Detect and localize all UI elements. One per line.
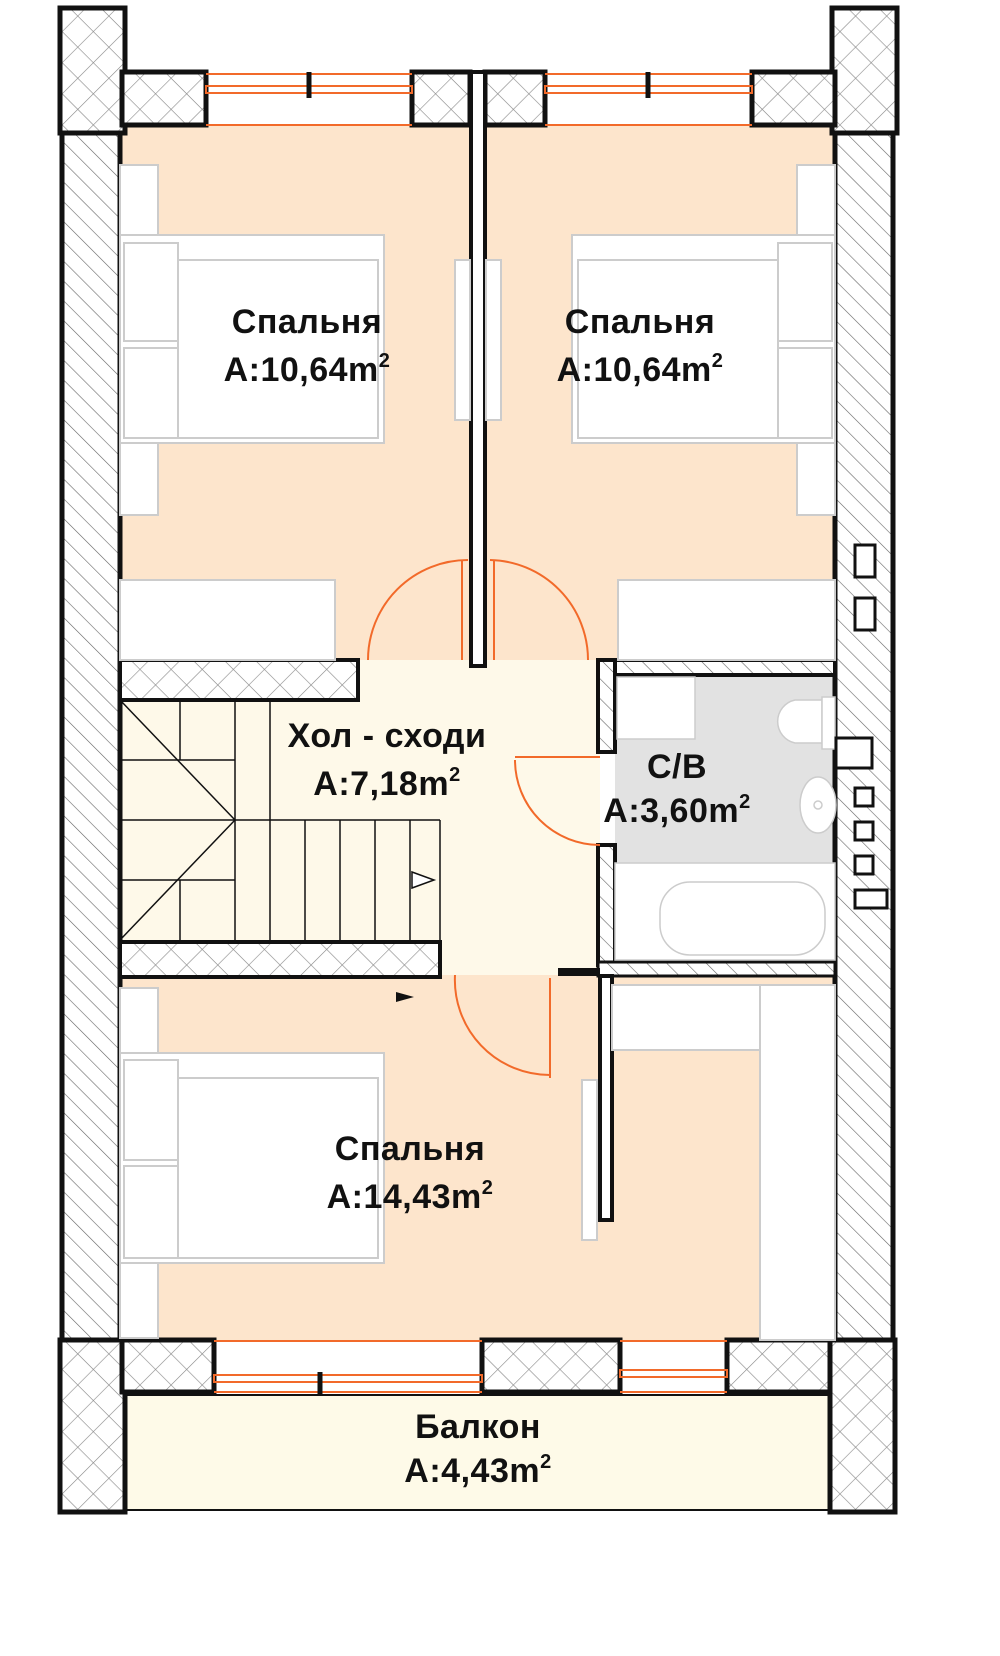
room-area: A:3,60m2 bbox=[603, 791, 751, 830]
door-bedroom-right bbox=[489, 559, 589, 661]
bathroom-wall bbox=[596, 658, 837, 677]
room-area: A:10,64m2 bbox=[223, 350, 391, 389]
door-bathroom bbox=[514, 756, 601, 846]
top-wall-block bbox=[749, 69, 838, 128]
staircase bbox=[119, 699, 441, 941]
bathroom-left-wall-top bbox=[596, 658, 617, 754]
toilet-icon bbox=[776, 696, 836, 750]
bottom-wall-block bbox=[479, 1337, 623, 1395]
room-label-bedroom-1: Спальня A:10,64m2 bbox=[224, 298, 391, 394]
bathroom-left-wall-bottom bbox=[596, 843, 617, 967]
door-bedroom-left bbox=[367, 559, 469, 661]
room-label-bedroom-2: Спальня A:10,64m2 bbox=[557, 298, 724, 394]
stair-bottom-wall bbox=[118, 940, 442, 979]
room-label-hall: Хол - сходи A:7,18m2 bbox=[288, 712, 487, 808]
top-wall-block bbox=[409, 69, 473, 128]
sliding-door bbox=[485, 259, 502, 421]
room-name: Балкон bbox=[415, 1408, 541, 1446]
room-label-balcony: Балкон A:4,43m2 bbox=[404, 1405, 551, 1493]
sliding-door bbox=[454, 259, 471, 421]
wardrobe bbox=[119, 579, 336, 661]
bed-top-left bbox=[119, 164, 385, 516]
room-area: A:7,18m2 bbox=[313, 764, 461, 803]
right-top-column bbox=[829, 5, 900, 136]
bottom-window-right bbox=[619, 1340, 728, 1393]
room-name: Спальня bbox=[564, 303, 716, 341]
room-label-bedroom-3: Спальня A:14,43m2 bbox=[327, 1125, 494, 1221]
sink-icon bbox=[799, 776, 837, 834]
room-label-bathroom: С/В A:3,60m2 bbox=[603, 745, 750, 833]
bathroom-bottom-wall bbox=[596, 960, 837, 978]
top-wall-block bbox=[482, 69, 548, 128]
bottom-wall-block bbox=[724, 1337, 833, 1395]
bedroom-partition-wall bbox=[469, 70, 487, 668]
wardrobe bbox=[759, 984, 836, 1341]
entry-arrow-icon bbox=[396, 992, 414, 1002]
left-top-column bbox=[57, 5, 128, 136]
left-outer-wall bbox=[59, 122, 123, 1513]
right-outer-wall bbox=[832, 122, 896, 1513]
room-name: Спальня bbox=[334, 1130, 486, 1168]
room-area: A:14,43m2 bbox=[326, 1177, 494, 1216]
stairs-floor bbox=[120, 700, 440, 942]
left-bottom-column bbox=[57, 1337, 128, 1515]
lower-partition-wall bbox=[598, 974, 614, 1222]
top-wall-block bbox=[119, 69, 209, 128]
stair-top-wall bbox=[118, 658, 360, 702]
washing-machine bbox=[616, 676, 696, 740]
room-name: Хол - сходи bbox=[287, 717, 487, 755]
sliding-door bbox=[581, 1079, 598, 1241]
bed-bottom bbox=[119, 987, 385, 1339]
room-name: С/В bbox=[646, 748, 708, 786]
room-area: A:4,43m2 bbox=[404, 1451, 552, 1490]
door-bedroom-bottom bbox=[453, 974, 551, 1078]
vent-shafts bbox=[834, 543, 889, 910]
wardrobe bbox=[611, 984, 761, 1051]
bed-top-right bbox=[571, 164, 836, 516]
top-window-left bbox=[205, 72, 413, 126]
bathtub-icon bbox=[614, 862, 836, 961]
wardrobe bbox=[617, 579, 836, 661]
bottom-window-left bbox=[213, 1340, 483, 1395]
room-area: A:10,64m2 bbox=[556, 350, 724, 389]
bottom-wall-block bbox=[119, 1337, 217, 1395]
room-name: Спальня bbox=[231, 303, 383, 341]
balcony-floor bbox=[124, 1394, 831, 1511]
right-bottom-column bbox=[827, 1337, 898, 1515]
top-window-right bbox=[544, 72, 753, 126]
